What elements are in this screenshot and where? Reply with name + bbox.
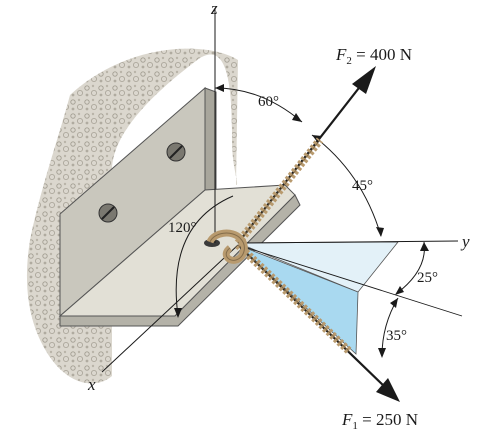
f1-rope-outline [237, 244, 351, 353]
f1-projection-line [237, 244, 463, 317]
angle-120-label: 120° [168, 220, 197, 236]
arc-60 [214, 87, 303, 123]
angle-45-label: 45° [352, 178, 373, 194]
angle-60-label: 60° [258, 94, 279, 110]
f2-label: F2 = 400 N [335, 45, 412, 67]
f1-arrowhead [376, 378, 400, 402]
bolt-upper [166, 142, 186, 162]
angle-25-label: 25° [417, 270, 438, 286]
bolt-lower [98, 203, 118, 223]
angle-35-label: 35° [386, 328, 407, 344]
arc-120-arrow [174, 308, 182, 318]
rope-knot-outline [209, 232, 245, 261]
f1-label: F1 = 250 N [341, 410, 418, 432]
arc-25-arrow-bottom [395, 286, 404, 295]
arc-35-arrow-top [390, 298, 398, 308]
arc-25-arrow-top [420, 242, 429, 251]
bracket-base-edge [59, 194, 301, 327]
x-axis-label: x [87, 375, 96, 394]
arc-60-arrow-left [215, 84, 224, 92]
bracket-plate-edge [204, 87, 217, 191]
arc-120 [175, 195, 234, 317]
x-axis [101, 244, 239, 373]
arc-45 [311, 134, 382, 237]
f2-arrowhead [352, 66, 376, 94]
y-axis [237, 240, 459, 244]
y-axis-label: y [460, 232, 470, 251]
f2-rope-outline [237, 139, 321, 244]
z-axis-label: z [210, 0, 218, 18]
arc-60-arrow-right [292, 113, 302, 122]
arc-35-arrow-bottom [378, 348, 386, 358]
arc-25 [395, 241, 425, 295]
arc-45-arrow-bottom [376, 227, 384, 237]
